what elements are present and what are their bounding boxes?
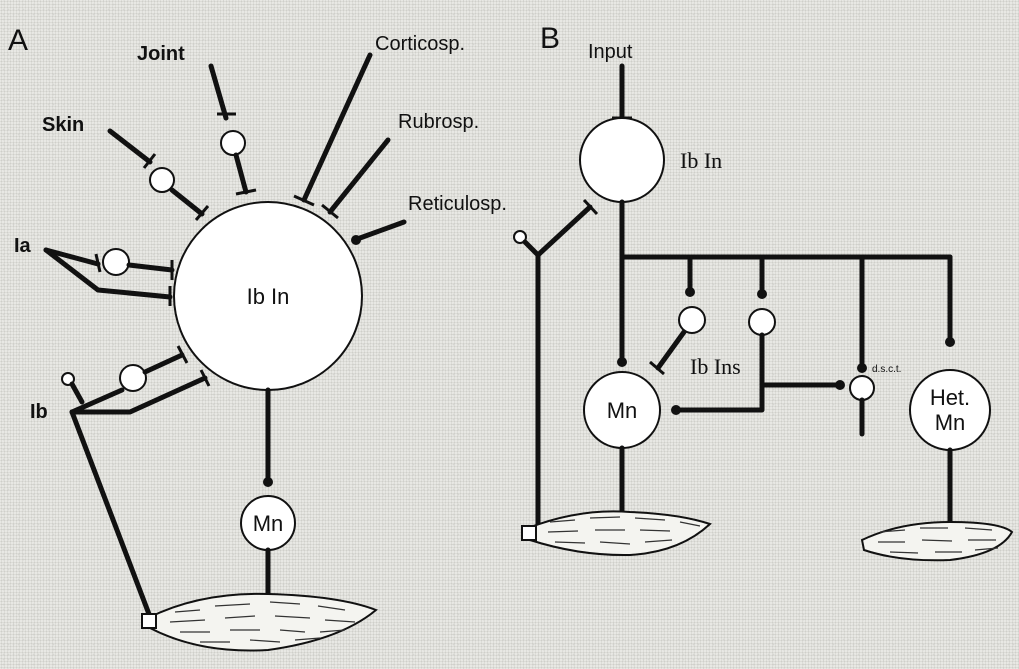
b-het-mn-label-1: Het. xyxy=(930,385,970,410)
b-dsct-cell xyxy=(850,376,874,400)
b-ib-afferent xyxy=(514,200,597,530)
a-motoneuron-label: Mn xyxy=(253,511,284,536)
a-ib-label: Ib xyxy=(30,401,48,423)
panel-b-letter: B xyxy=(540,22,560,55)
b-ib-interneuron xyxy=(580,118,664,202)
a-corticosp-label: Corticosp. xyxy=(375,33,465,55)
b-ib-interneuron-2 xyxy=(749,309,775,335)
a-ia-label: Ia xyxy=(14,235,32,257)
b-mn-excitatory-terminal xyxy=(617,357,627,367)
a-ia-interneuron xyxy=(103,249,129,275)
a-skin-label: Skin xyxy=(42,114,84,136)
b-muscle xyxy=(522,511,710,555)
b-dsct-label: d.s.c.t. xyxy=(872,364,901,375)
b-het-muscle xyxy=(862,522,1012,560)
a-rubrosp-label: Rubrosp. xyxy=(398,111,479,133)
b-motoneuron-label: Mn xyxy=(607,398,638,423)
a-ib-pathway: Ib xyxy=(30,346,209,622)
b-ib-interneuron-1 xyxy=(679,307,705,333)
a-ia-pathway: Ia xyxy=(14,235,172,306)
panel-b: B Input Ib In xyxy=(514,22,1012,560)
a-ib-interneuron-small xyxy=(120,365,146,391)
panel-a: A Ib In Joint Skin Corticosp. xyxy=(8,24,507,651)
a-reticulosp-label: Reticulosp. xyxy=(408,193,507,215)
a-mn-excitatory-terminal xyxy=(263,477,273,487)
panel-a-letter: A xyxy=(8,24,28,57)
a-ib-interneuron-label: Ib In xyxy=(247,284,290,309)
b-het-mn-label-2: Mn xyxy=(935,410,966,435)
a-reticulospinal-pathway: Reticulosp. xyxy=(351,193,507,245)
b-ib-ins-label: Ib Ins xyxy=(690,354,741,379)
b-input-label: Input xyxy=(588,41,633,63)
b-ib-interneuron-label: Ib In xyxy=(680,148,722,173)
a-skin-pathway: Skin xyxy=(42,114,208,220)
a-reticulosp-excitatory-terminal xyxy=(351,235,361,245)
a-muscle xyxy=(142,594,376,651)
a-joint-interneuron xyxy=(221,131,245,155)
a-joint-label: Joint xyxy=(137,43,185,65)
